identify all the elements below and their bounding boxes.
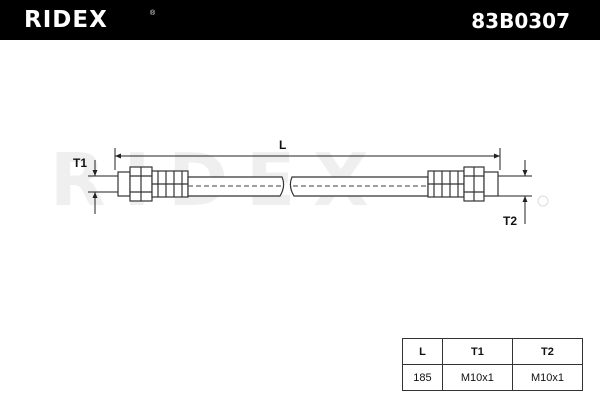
brake-hose-icon [117, 166, 499, 202]
part-number: 83B0307 [471, 9, 570, 33]
length-label: L [279, 138, 287, 152]
specs-value-t2: M10x1 [511, 364, 584, 391]
t1-label: T1 [73, 156, 88, 170]
specs-header-l: L [402, 338, 443, 365]
header-bar: RIDEX ® 83B0307 [0, 0, 600, 40]
t2-label: T2 [503, 214, 518, 228]
specs-table: L T1 T2 185 M10x1 M10x1 [402, 338, 584, 391]
t2-dimension [497, 160, 532, 224]
specs-header-row: L T1 T2 [402, 338, 584, 365]
specs-value-l: 185 [402, 364, 443, 391]
length-dimension [114, 148, 501, 170]
specs-header-t2: T2 [511, 338, 584, 365]
specs-value-t1: M10x1 [441, 364, 513, 391]
registered-mark: ® [150, 10, 156, 17]
specs-value-row: 185 M10x1 M10x1 [402, 364, 584, 391]
brand-logo: RIDEX [24, 7, 108, 33]
hose-diagram: RIDEX [50, 138, 549, 224]
t1-dimension [88, 160, 120, 214]
specs-header-t1: T1 [441, 338, 513, 365]
